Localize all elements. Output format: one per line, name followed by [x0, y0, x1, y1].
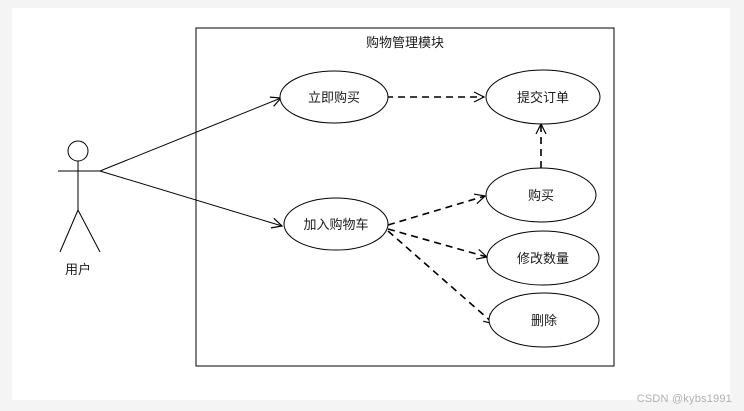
use-case-add-to-cart: 加入购物车: [283, 197, 389, 251]
actor-label: 用户: [65, 262, 91, 278]
diagram-sheet: [12, 8, 730, 400]
actor-right-leg: [77, 209, 101, 253]
use-case-delete-label: 删除: [531, 314, 557, 329]
association-add-to-cart: [99, 170, 282, 226]
use-case-buy-now-label: 立即购买: [308, 90, 360, 106]
use-case-submit-order: 提交订单: [485, 69, 601, 125]
use-case-delete: 删除: [488, 292, 600, 348]
actor-left-leg: [59, 209, 79, 253]
dependency-add-to-cart-to-delete: [387, 230, 494, 324]
actor-user: 用户: [58, 140, 101, 278]
system-title: 购物管理模块: [366, 35, 444, 51]
use-case-modify-quantity: 修改数量: [486, 230, 600, 286]
dependency-add-to-cart-to-purchase: [387, 196, 485, 226]
use-case-buy-now: 立即购买: [279, 70, 389, 124]
watermark: CSDN @kybs1991: [636, 393, 732, 405]
association-buy-now: [99, 98, 281, 172]
dependency-add-to-cart-to-modify-quantity: [387, 228, 487, 257]
use-case-submit-order-label: 提交订单: [517, 90, 569, 106]
use-case-modify-quantity-label: 修改数量: [517, 252, 569, 267]
actor-head: [67, 140, 89, 162]
system-boundary: [195, 27, 615, 367]
use-case-add-to-cart-label: 加入购物车: [303, 217, 368, 233]
use-case-purchase-label: 购买: [528, 188, 554, 204]
use-case-purchase: 购买: [485, 167, 597, 223]
